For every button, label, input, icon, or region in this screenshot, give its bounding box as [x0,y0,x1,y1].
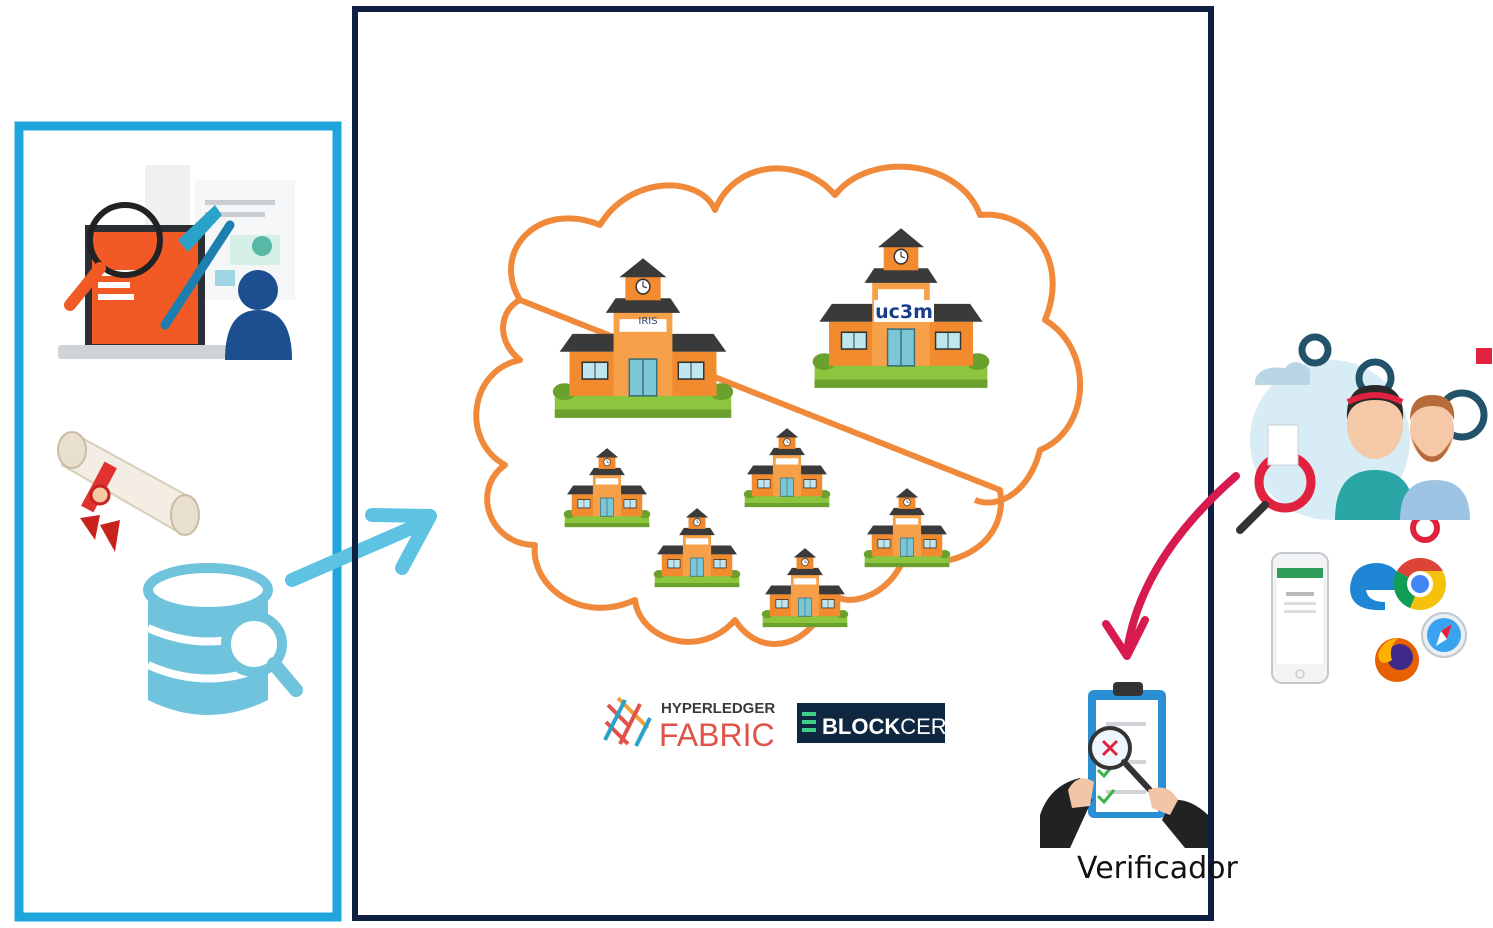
iris-sign: IRIS [638,316,657,327]
verifier-label: Verificador [1077,851,1238,886]
university-building-small [863,487,951,568]
university-building-iris [552,257,734,419]
blockcerts-light-text: CERTS [900,714,974,739]
svg-text:BLOCKCERTS: BLOCKCERTS [822,714,974,739]
verifiers-globe-illustration [1236,333,1492,543]
university-building-small [761,547,849,628]
blockcerts-logo: BLOCKCERTS [797,703,974,743]
verifier-clipboard-icon [1040,682,1208,848]
uc3m-sign-plate [874,300,934,322]
firefox-browser-icon [1375,638,1419,682]
hyperledger-wordmark: HYPERLEDGER [661,700,775,717]
diploma-scroll-icon [57,431,200,552]
network-panel [352,6,1214,921]
university-building-small [563,447,651,528]
hyperledger-fabric-logo: HYPERLEDGER FABRIC [603,696,775,753]
blockcerts-bold-text: BLOCK [822,714,900,739]
database-search-icon [143,563,303,715]
arrow-issuer-to-network [285,508,437,587]
mobile-phone-icon [1271,552,1329,684]
uc3m-sign: uc3m [875,301,933,323]
document-analysis-illustration [58,165,295,360]
arrow-to-verifier [1102,472,1240,660]
chrome-browser-icon [1393,557,1446,610]
university-building-small [653,507,741,588]
blockchain-cloud [473,163,1083,647]
edge-browser-icon [1350,563,1402,611]
fabric-wordmark: FABRIC [659,717,775,753]
safari-browser-icon [1421,612,1467,658]
university-building-small [743,427,831,508]
issuer-panel [14,121,342,922]
